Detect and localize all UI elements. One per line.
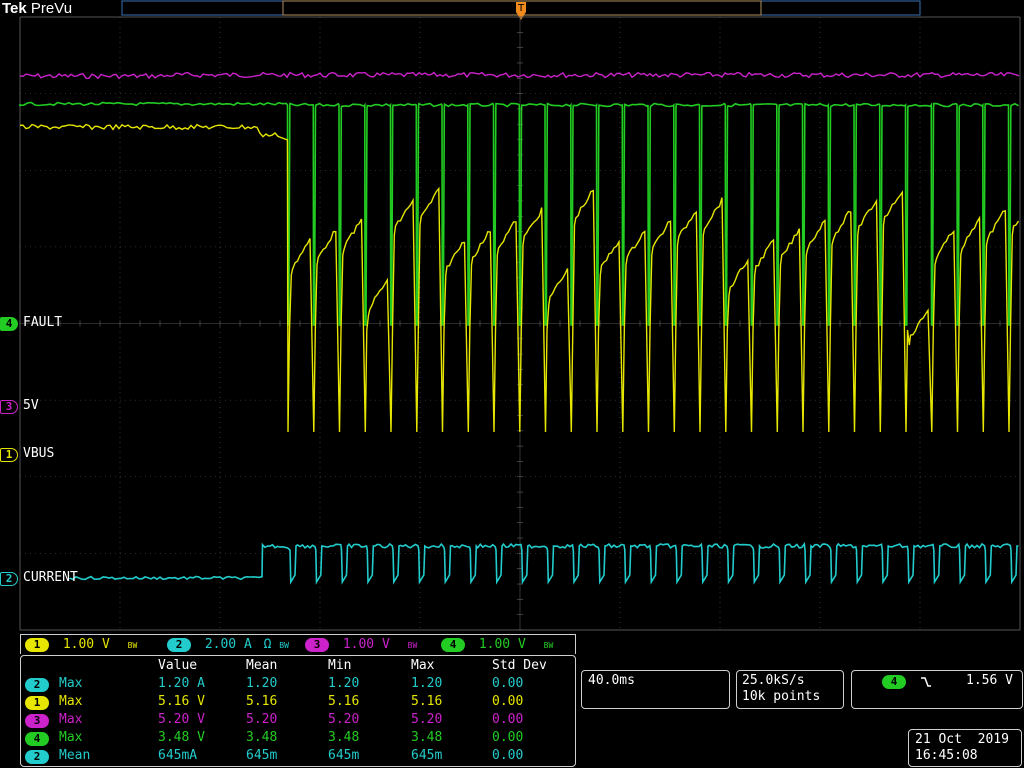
measurement-header-row: Value Mean Min Max Std Dev [158,658,547,673]
measurement-channel-badge: 3 [25,714,49,728]
measurement-min: 5.16 [328,694,360,709]
waveform-fault [19,101,1019,326]
bw-limit-icon: BW [407,641,418,650]
acquisition-readout[interactable]: 25.0kS/s 10k points [736,670,844,709]
measurement-std: 0.00 [492,748,524,763]
trigger-position-marker-icon[interactable] [516,2,526,20]
trigger-readout[interactable]: 4 1.56 V [851,670,1023,709]
measurement-value: 5.16 V [158,694,205,709]
ch3-label: 5V [23,398,39,413]
measurement-value: 5.20 V [158,712,205,727]
measurement-channel-badge: 1 [25,696,49,710]
measurement-max: 5.16 [411,694,443,709]
measurement-mean: 645m [246,748,278,763]
ch4-badge: 4 [441,638,465,652]
trigger-source-badge: 4 [882,675,906,689]
ch4-marker[interactable]: 4 [0,317,18,331]
ch3-badge: 3 [305,638,329,652]
measurement-max: 5.20 [411,712,443,727]
measurement-min: 645m [328,748,360,763]
measurement-mean: 5.16 [246,694,278,709]
ch2-badge: 2 [167,638,191,652]
svg-text:T: T [517,3,525,14]
ch3-marker[interactable]: 3 [0,400,18,414]
ch2-scale[interactable]: 2 2.00 A Ω BW [167,637,289,652]
measurement-std: 0.00 [492,730,524,745]
ch1-label: VBUS [23,446,55,461]
measurement-value: 1.20 A [158,676,205,691]
measurement-row[interactable]: 4 Max 3.48 V 3.48 3.48 3.48 0.00 [21,730,575,748]
measurement-std: 0.00 [492,676,524,691]
measurement-std: 0.00 [492,712,524,727]
ch3-scale[interactable]: 3 1.00 V BW [305,637,417,652]
measurement-mean: 3.48 [246,730,278,745]
waveform-5v [19,71,1020,80]
measurement-row[interactable]: 3 Max 5.20 V 5.20 5.20 5.20 0.00 [21,712,575,730]
measurement-mean: 1.20 [246,676,278,691]
ch1-badge: 1 [25,638,49,652]
ohm-icon: Ω [263,637,272,652]
measurement-mean: 5.20 [246,712,278,727]
measurement-type: Max [59,712,83,727]
mode-label: PreVu [30,0,73,17]
ch1-scale[interactable]: 1 1.00 V BW [25,637,137,652]
time-per-div: 40.0ms [588,673,635,688]
waveform-current [69,541,1019,585]
measurement-row[interactable]: 2 Mean 645mA 645m 645m 645m 0.00 [21,748,575,766]
ch4-label: FAULT [23,315,63,330]
datetime-readout: 21 Oct 2019 16:45:08 [908,729,1022,767]
waveform-vbus [19,123,1020,433]
measurement-channel-badge: 2 [25,750,49,764]
record-length: 10k points [742,689,821,704]
measurement-channel-badge: 4 [25,732,49,746]
measurement-max: 3.48 [411,730,443,745]
date: 21 Oct 2019 [915,732,1009,747]
ch2-label: CURRENT [23,570,78,585]
measurement-min: 5.20 [328,712,360,727]
falling-edge-icon [921,677,931,687]
measurement-std: 0.00 [492,694,524,709]
measurement-channel-badge: 2 [25,678,49,692]
measurement-value: 645mA [158,748,198,763]
waveforms [19,71,1020,585]
measurement-type: Mean [59,748,91,763]
channel-scale-bar: 1 1.00 V BW 2 2.00 A Ω BW 3 1.00 V BW 4 … [20,634,576,654]
ch2-marker[interactable]: 2 [0,572,18,586]
measurement-row[interactable]: 2 Max 1.20 A 1.20 1.20 1.20 0.00 [21,676,575,694]
measurement-min: 3.48 [328,730,360,745]
ch1-marker[interactable]: 1 [0,448,18,462]
bw-limit-icon: BW [279,641,289,650]
bw-limit-icon: BW [127,641,138,650]
sample-rate: 25.0kS/s [742,673,805,688]
brand-label: Tek PreVu [2,0,72,17]
measurement-max: 645m [411,748,443,763]
time: 16:45:08 [915,748,978,763]
measurement-type: Max [59,676,83,691]
measurement-type: Max [59,694,83,709]
measurement-max: 1.20 [411,676,443,691]
ch4-scale[interactable]: 4 1.00 V BW [441,637,553,652]
measurement-row[interactable]: 1 Max 5.16 V 5.16 5.16 5.16 0.00 [21,694,575,712]
measurement-type: Max [59,730,83,745]
timebase-readout[interactable]: 40.0ms [581,670,730,709]
measurement-value: 3.48 V [158,730,205,745]
brand-name: Tek [2,0,27,17]
trigger-level: 1.56 V [966,673,1013,688]
measurement-min: 1.20 [328,676,360,691]
bw-limit-icon: BW [543,641,554,650]
